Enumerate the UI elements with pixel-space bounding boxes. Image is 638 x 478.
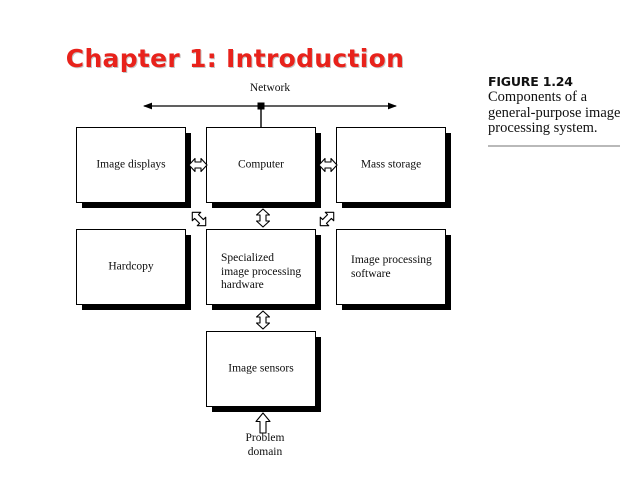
connector-hardware-sensors-icon <box>255 310 271 330</box>
box-image-displays[interactable]: Image displays <box>76 127 191 208</box>
figure-caption: FIGURE 1.24 Components of a general-purp… <box>488 74 628 147</box>
box-label-computer: Computer <box>238 158 284 171</box>
connector-hardcopy-hardware-icon <box>191 211 207 227</box>
box-shadow-bottom <box>342 202 451 208</box>
problem-domain-label: Problem domain <box>245 432 285 458</box>
network-label: Network <box>249 82 291 94</box>
box-shadow-right <box>445 235 451 310</box>
box-image-sensors[interactable]: Image sensors <box>206 331 321 412</box>
figure-caption-text: Components of a general-purpose image pr… <box>488 89 621 136</box>
caption-divider <box>488 144 620 147</box>
figure-number-label: FIGURE 1.24 <box>488 74 573 89</box>
box-hardcopy[interactable]: Hardcopy <box>76 229 191 310</box>
box-shadow-right <box>445 133 451 208</box>
box-label-specialized-hardware: Specialized image processing hardware <box>221 252 302 291</box>
box-label-mass-storage: Mass storage <box>360 158 422 171</box>
box-specialized-hardware[interactable]: Specialized image processing hardware <box>206 229 321 310</box>
box-shadow-right <box>315 337 321 412</box>
box-label-hardcopy: Hardcopy <box>108 260 154 273</box>
box-shadow-bottom <box>82 202 191 208</box>
connector-displays-computer-icon <box>188 157 208 173</box>
page-title: Chapter 1: Introduction <box>65 44 405 73</box>
box-label-image-displays: Image displays <box>96 158 166 171</box>
box-image-processing-software[interactable]: Image processing software <box>336 229 451 310</box>
box-label-image-sensors: Image sensors <box>228 362 294 375</box>
connector-problem-domain-icon <box>255 412 271 434</box>
box-computer[interactable]: Computer <box>206 127 321 208</box>
network-connector-group: Network <box>130 82 410 132</box>
box-shadow-right <box>185 235 191 310</box>
connector-computer-hardware-icon <box>255 208 271 228</box>
connector-computer-mass-storage-icon <box>318 157 338 173</box>
box-shadow-bottom <box>342 304 451 310</box>
box-mass-storage[interactable]: Mass storage <box>336 127 451 208</box>
box-shadow-bottom <box>82 304 191 310</box>
connector-software-mass-storage-icon <box>319 211 335 227</box>
box-label-image-processing-software: Image processing software <box>351 254 432 280</box>
box-shadow-right <box>315 235 321 310</box>
